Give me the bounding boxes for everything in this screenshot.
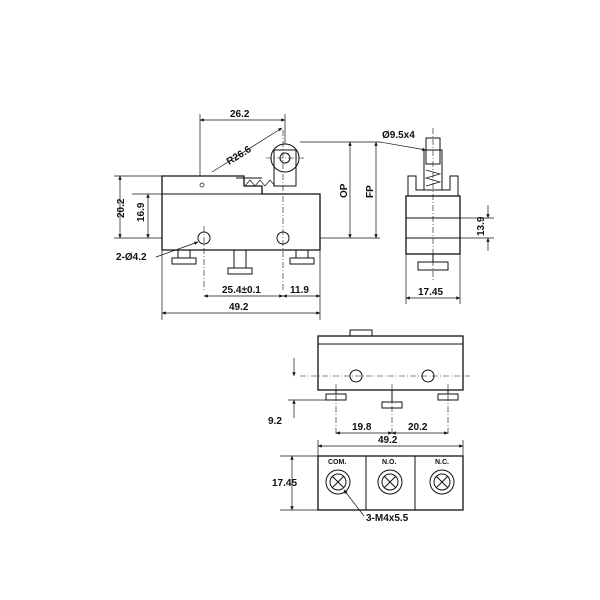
bottom-dimensions: 49.2 17.45 3-M4x5.5	[272, 435, 464, 524]
screw-com-outer	[325, 469, 351, 495]
bottom-body-outline	[317, 455, 464, 511]
front-terminal-mid	[227, 250, 253, 275]
front-terminal-right	[289, 250, 315, 265]
screw-no-slot-b	[383, 475, 397, 489]
side-spring	[424, 169, 442, 187]
dim-screws-label: 3-M4x5.5	[366, 513, 409, 524]
dim-bottom-width-label: 17.45	[272, 478, 297, 489]
side-view	[405, 128, 461, 280]
rear-top-tab	[349, 329, 373, 337]
front-body-outline	[161, 175, 321, 251]
terminal-nc-label: N.C.	[435, 459, 449, 466]
front-small-dot	[199, 182, 205, 188]
bottom-view: COM. N.O. N.C.	[317, 455, 464, 511]
screw-no-inner	[381, 473, 399, 491]
dim-length-label: 49.2	[229, 302, 249, 313]
dim-13-9-label: 13.9	[476, 216, 487, 236]
dim-26-2-label: 26.2	[230, 109, 250, 120]
rear-body-outline	[317, 335, 464, 391]
side-dimensions: Ø9.5x4 13.9 17.45	[379, 130, 494, 304]
terminal-com: COM.	[325, 459, 351, 495]
rear-view	[300, 329, 470, 436]
dim-op-label: OP	[339, 183, 350, 198]
dim-pitch-label: 25.4±0.1	[222, 285, 261, 296]
dim-19-8-label: 19.8	[352, 422, 372, 433]
screw-nc-inner	[433, 473, 451, 491]
dim-roller-label: Ø9.5x4	[382, 130, 415, 141]
dim-radius-label: R26.6	[225, 144, 254, 168]
terminal-nc: N.C.	[429, 459, 455, 495]
screw-com-slot-b	[331, 475, 345, 489]
front-terminal-left	[171, 250, 197, 265]
terminal-com-label: COM.	[328, 459, 346, 466]
dim-20-2b-label: 20.2	[408, 422, 428, 433]
dim-fp-label: FP	[365, 185, 376, 198]
front-view	[161, 130, 321, 290]
dim-side-width-label: 17.45	[418, 287, 443, 298]
dim-20-2-label: 20.2	[116, 198, 127, 218]
dim-bottom-length-label: 49.2	[378, 435, 398, 446]
front-plunger	[273, 149, 297, 187]
dim-roller-leader	[379, 141, 427, 152]
terminal-no-label: N.O.	[382, 459, 396, 466]
dim-edge-label: 11.9	[290, 285, 309, 296]
front-dimensions: 26.2 R26.6 OP FP 20.2 16.9 2-Ø4.2 25.4±0…	[114, 109, 380, 320]
dim-16-9-label: 16.9	[136, 202, 147, 222]
screw-nc-slot-b	[435, 475, 449, 489]
dim-holes-label: 2-Ø4.2	[116, 252, 147, 263]
dim-holes-leader	[155, 241, 199, 258]
dim-radius-leader	[211, 127, 283, 173]
front-spring	[244, 179, 276, 187]
screw-no-outer	[377, 469, 403, 495]
dim-9-2-label: 9.2	[268, 416, 282, 427]
screw-com-inner	[329, 473, 347, 491]
screw-nc-outer	[429, 469, 455, 495]
side-top-cap	[407, 175, 459, 196]
dim-screws-leader	[343, 489, 365, 517]
rear-dimensions: 9.2 19.8 20.2	[268, 358, 449, 435]
terminal-no: N.O.	[377, 459, 403, 495]
